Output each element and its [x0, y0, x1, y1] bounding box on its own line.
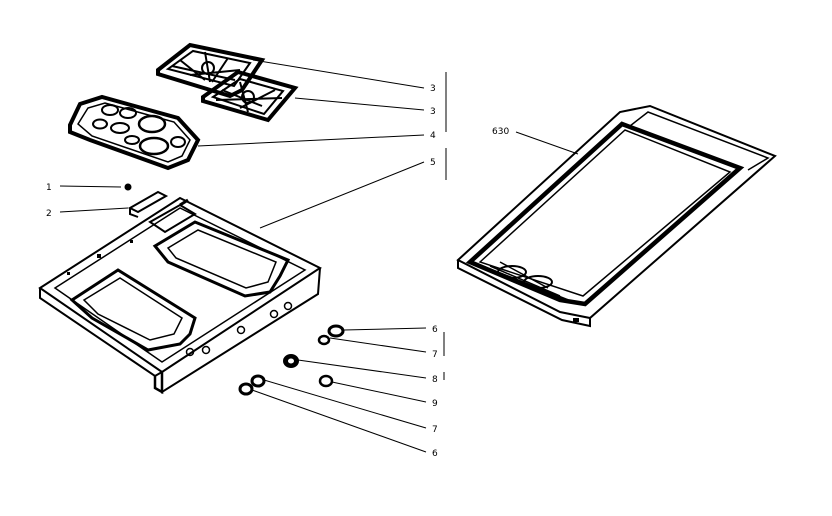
knob-part-6-upper	[327, 324, 345, 338]
callout-9: 9	[432, 399, 438, 409]
griddle-part-630	[456, 104, 777, 328]
callout-3-upper: 3	[430, 84, 436, 94]
bracket-part-2	[127, 190, 169, 218]
callout-6-lower: 6	[432, 449, 438, 459]
washer-part-7-upper	[317, 334, 331, 346]
callout-630: 630	[492, 127, 509, 137]
callout-7-lower: 7	[432, 425, 438, 435]
callout-5: 5	[430, 158, 436, 168]
grate-part-3-lower	[201, 69, 299, 123]
callout-1: 1	[46, 183, 52, 193]
callout-6-upper: 6	[432, 325, 438, 335]
burner-plate-part-4	[68, 94, 201, 171]
washer-part-7-lower	[250, 374, 266, 388]
nut-part-8	[283, 354, 299, 368]
leader-lines	[59, 59, 579, 453]
callout-3-lower: 3	[430, 107, 436, 117]
callout-7-upper: 7	[432, 350, 438, 360]
callout-4: 4	[430, 131, 436, 141]
grate-part-3-upper	[156, 42, 266, 99]
cooktop-frame-part-5	[38, 196, 322, 395]
callout-labels: 1 2 3 3 4 5 6 7 8 9 7 6 630	[46, 84, 509, 459]
callout-8: 8	[432, 375, 438, 385]
knob-part-6-lower	[238, 382, 254, 396]
screw-part-1	[124, 183, 132, 191]
callout-2: 2	[46, 209, 52, 219]
cap-part-9	[318, 374, 334, 388]
